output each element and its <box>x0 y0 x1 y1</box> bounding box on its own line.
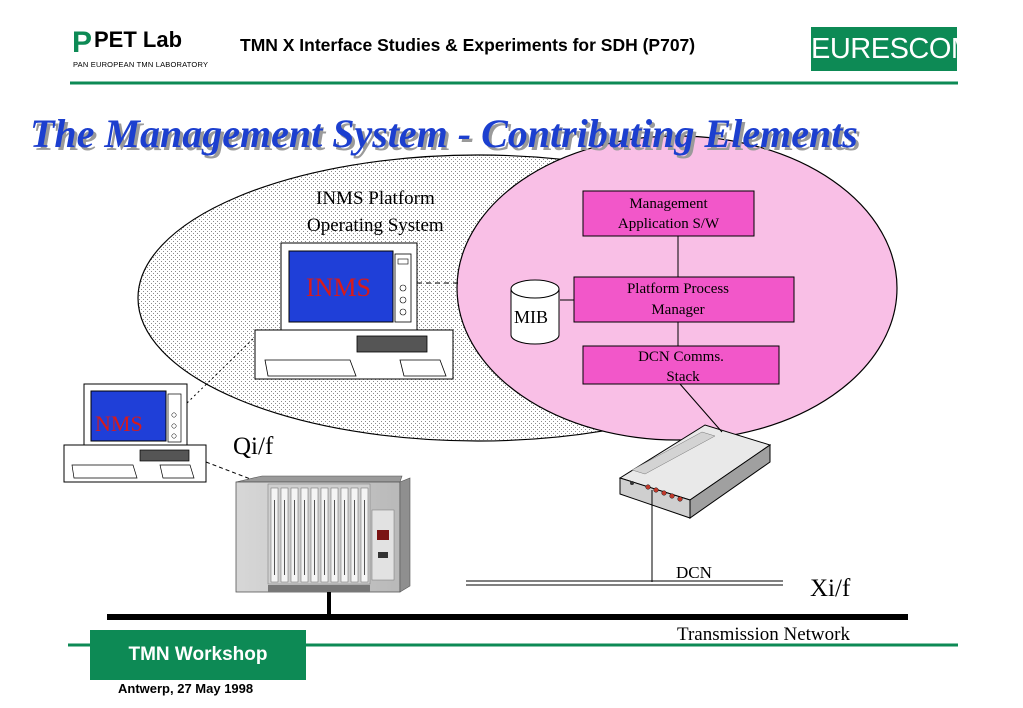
transmission-network-label: Transmission Network <box>677 624 850 645</box>
box-mgmt-line1: Management <box>629 196 708 212</box>
dashed-nms-qif <box>205 461 254 481</box>
xif-label: Xi/f <box>810 575 851 602</box>
box-ppm-line1: Platform Process <box>626 281 730 297</box>
link-dcnstack-router <box>679 383 723 433</box>
dotted-nms-inms <box>186 336 256 404</box>
nms-screen-label: NMS <box>95 411 143 436</box>
box-platform-process-manager <box>573 276 795 323</box>
footer-badge: TMN Workshop <box>90 630 306 680</box>
box-mgmt-line2: Application S/W <box>617 216 720 232</box>
logo-subtitle: PAN EUROPEAN TMN LABORATORY <box>73 60 209 69</box>
inms-workstation <box>254 242 454 380</box>
mib-cylinder <box>510 279 560 345</box>
logo-letter: P <box>72 26 93 59</box>
dcn-router <box>618 424 772 519</box>
inms-screen-label: INMS <box>306 273 372 302</box>
eurescom-logo: EURESCOM <box>811 27 975 71</box>
header-title: TMN X Interface Studies & Experiments fo… <box>240 35 696 55</box>
box-dcn-line2: Stack <box>666 369 700 385</box>
footer-date: Antwerp, 27 May 1998 <box>118 681 254 696</box>
nms-workstation <box>63 383 207 483</box>
sdh-rack <box>235 475 411 593</box>
box-dcn-comms-stack <box>582 345 780 385</box>
mib-label: MIB <box>514 307 549 327</box>
dcn-label: DCN <box>676 563 712 582</box>
slide-title: The Management System - Contributing Ele… <box>30 111 858 156</box>
slide-title-shadow: The Management System - Contributing Ele… <box>33 114 861 159</box>
platform-label-line2: Operating System <box>307 215 444 236</box>
box-dcn-line1: DCN Comms. <box>638 349 724 365</box>
qif-label: Qi/f <box>233 433 274 460</box>
box-management-app <box>582 190 755 237</box>
box-ppm-line2: Manager <box>651 302 705 318</box>
platform-label-line1: INMS Platform <box>316 188 435 209</box>
logo-name: PET Lab <box>94 27 183 52</box>
